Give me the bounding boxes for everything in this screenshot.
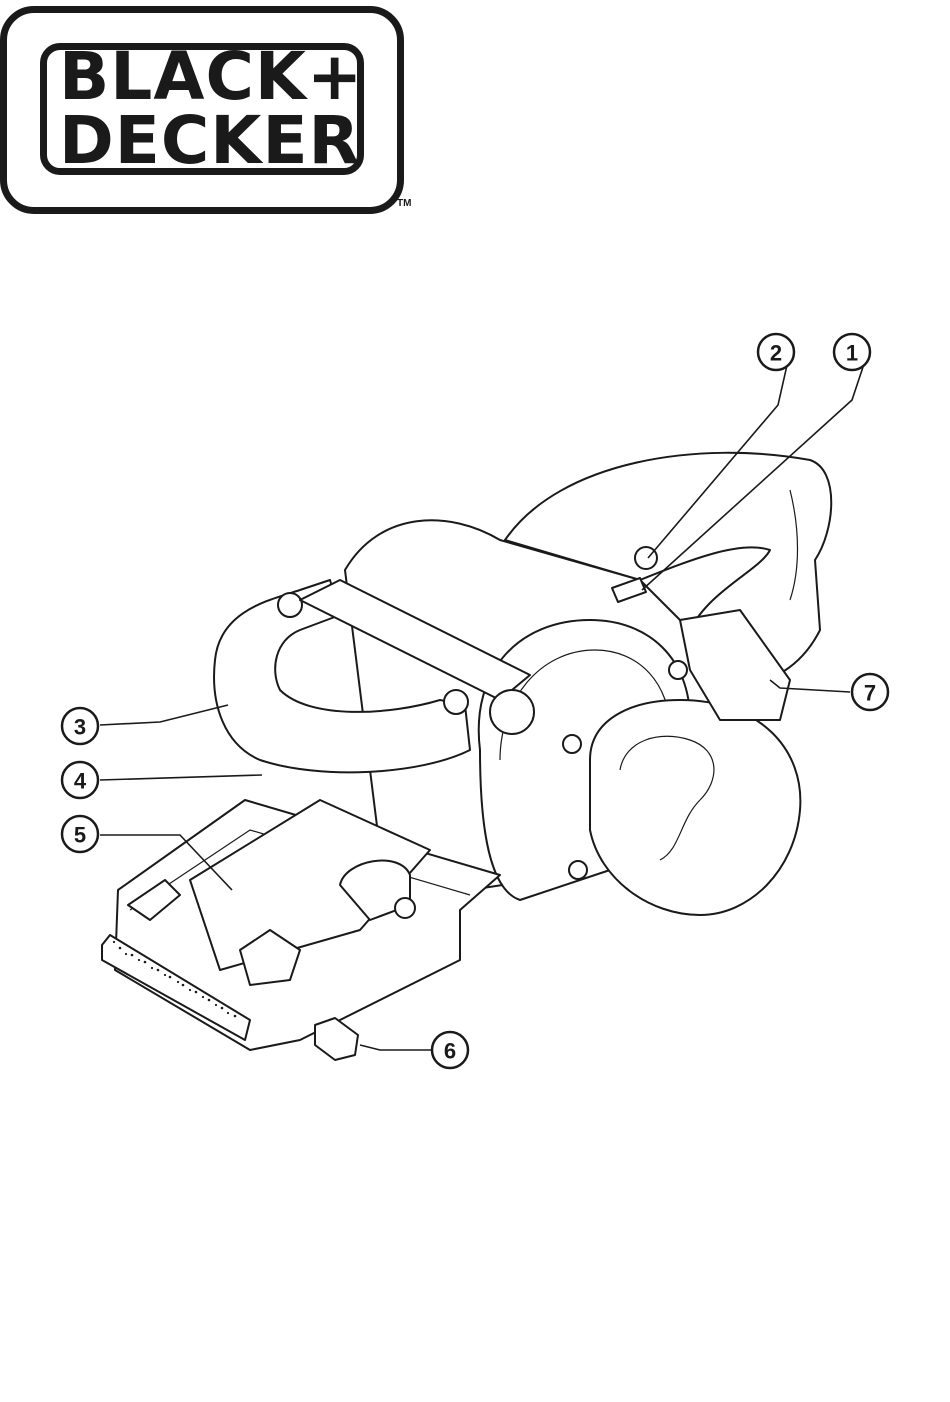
svg-text:6: 6 bbox=[444, 1039, 456, 1064]
svg-text:3: 3 bbox=[74, 715, 86, 740]
callout-3: 3 bbox=[62, 708, 98, 744]
brand-logo-line-2: DECKER bbox=[59, 109, 357, 173]
svg-text:1: 1 bbox=[846, 341, 858, 366]
brand-logo: BLACK+ DECKER bbox=[0, 6, 404, 214]
belt-sander-illustration: 1 2 3 4 5 6 7 bbox=[0, 330, 950, 1090]
trademark-mark: TM bbox=[397, 198, 411, 209]
svg-text:7: 7 bbox=[864, 681, 876, 706]
svg-text:4: 4 bbox=[74, 769, 87, 794]
brand-logo-line-1: BLACK+ bbox=[59, 45, 357, 109]
front-drum bbox=[590, 700, 800, 915]
callout-7: 7 bbox=[852, 674, 888, 710]
callout-5: 5 bbox=[62, 816, 98, 852]
callout-4: 4 bbox=[62, 762, 98, 798]
callout-1: 1 bbox=[834, 334, 870, 370]
svg-text:2: 2 bbox=[770, 341, 782, 366]
tracking-knob bbox=[315, 1018, 358, 1060]
callout-2: 2 bbox=[758, 334, 794, 370]
svg-text:5: 5 bbox=[74, 823, 86, 848]
brand-logo-inner-frame: BLACK+ DECKER bbox=[40, 43, 364, 175]
callout-6: 6 bbox=[432, 1032, 468, 1068]
